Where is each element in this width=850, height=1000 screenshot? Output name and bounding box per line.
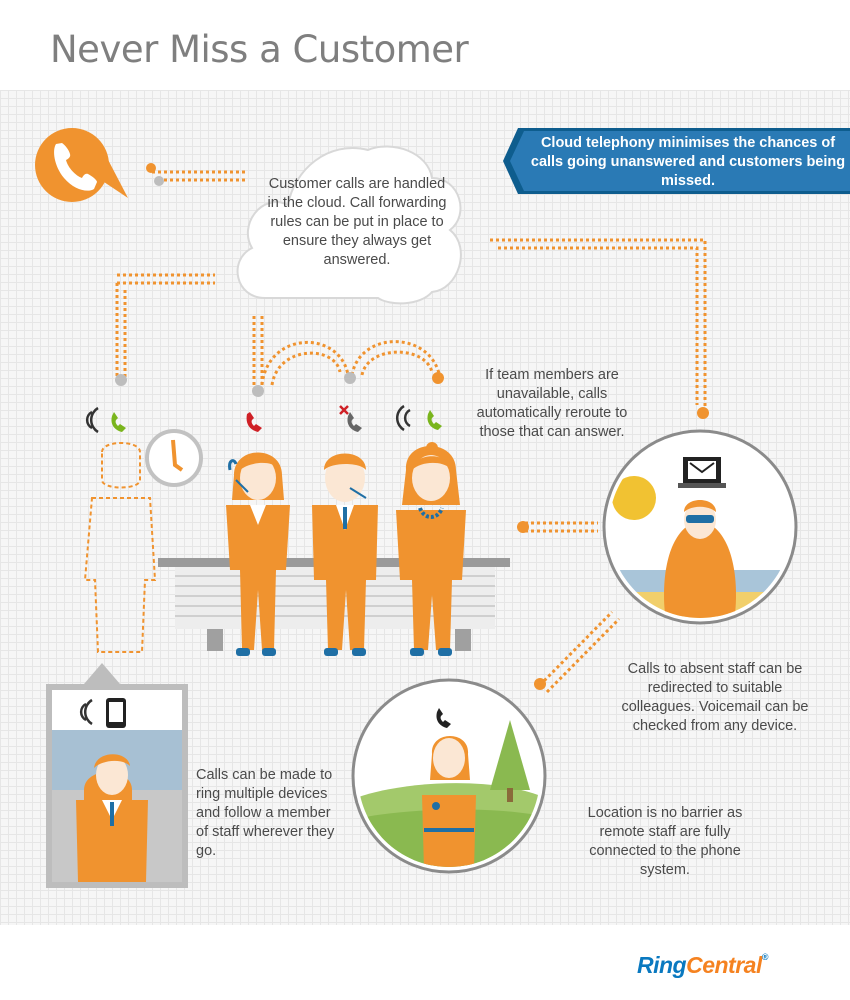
- dotted-connectors: [115, 170, 707, 694]
- cloud-description: Customer calls are handled in the cloud.…: [267, 176, 447, 268]
- page-title: Never Miss a Customer: [50, 28, 469, 71]
- phone-bubble-icon: [35, 128, 128, 202]
- vacation-scene-circle: [602, 429, 798, 625]
- mobile-staff-box: [46, 663, 188, 888]
- remote-staff-description: Location is no barrier as remote staff a…: [587, 805, 743, 878]
- banner-text: Cloud telephony minimises the chances of…: [530, 135, 846, 189]
- phone-icon-red: [246, 412, 262, 432]
- laptop-mail-icon: [678, 457, 726, 488]
- absent-staff-description: Calls to absent staff can be redirected …: [621, 661, 809, 734]
- phone-handset-icon: [436, 708, 451, 728]
- absent-staff-outline: [83, 442, 157, 653]
- remote-scene-circle: [351, 678, 547, 874]
- ringing-phone-icon-green-left: [85, 406, 126, 434]
- cloud-shape: [236, 145, 462, 305]
- reroute-description: If team members are unavailable, calls a…: [476, 367, 628, 440]
- staff-woman-headset: [226, 452, 290, 656]
- devices-description: Calls can be made to ring multiple devic…: [196, 767, 335, 859]
- staff-woman-necklace: [396, 442, 466, 656]
- logo-part-ring: Ring: [637, 952, 687, 978]
- missed-call-icon: [339, 405, 362, 432]
- smartphone-ringing-icon: [79, 698, 126, 728]
- banner-shape: [503, 128, 850, 194]
- logo-registered-mark: ®: [761, 952, 769, 962]
- ringing-phone-icon-green-right: [395, 404, 442, 432]
- connector-dots: [115, 163, 709, 690]
- clock-icon: [145, 429, 203, 487]
- staff-man: [312, 453, 378, 656]
- logo-part-central: Central: [686, 952, 762, 978]
- ringcentral-logo: RingCentral®: [637, 952, 769, 979]
